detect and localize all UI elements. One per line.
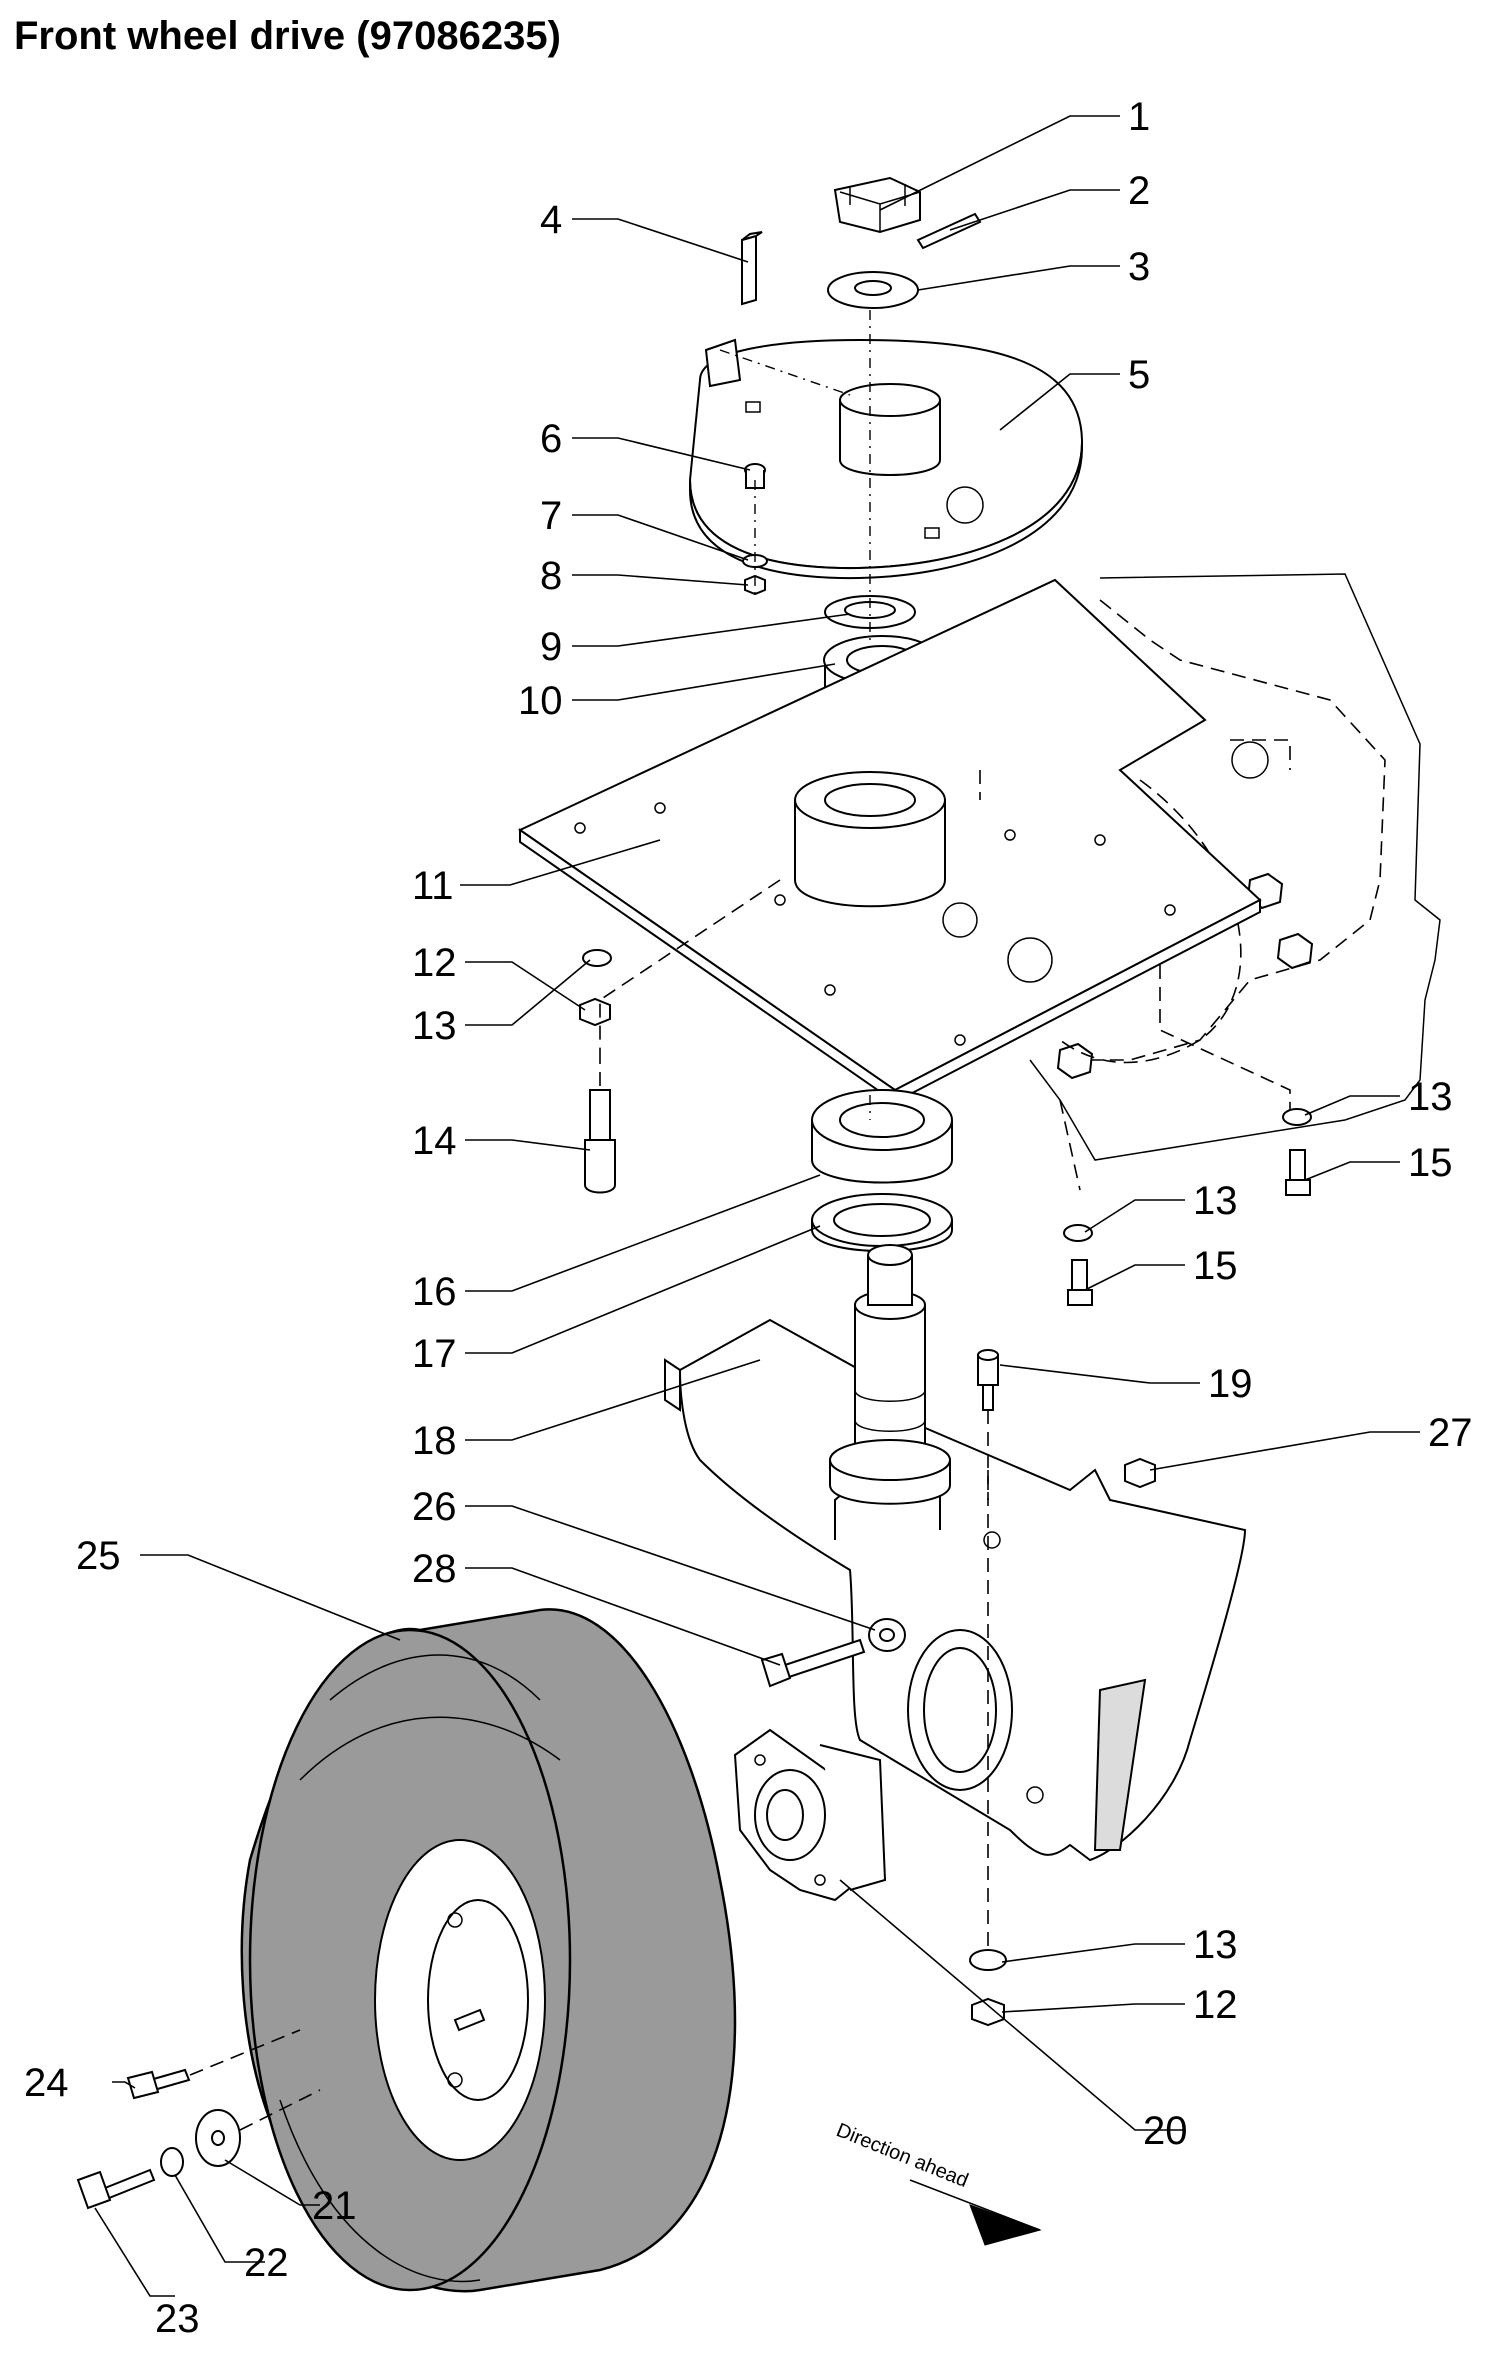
washer-13-right-lower xyxy=(1063,1224,1093,1242)
callout-22: 22 xyxy=(244,2241,289,2285)
callout-18: 18 xyxy=(412,1419,457,1463)
callout-26: 26 xyxy=(412,1485,457,1529)
callout-labels: 1 2 3 4 5 6 7 8 9 10 11 12 13 14 13 15 1… xyxy=(24,95,1473,2341)
washer-26 xyxy=(868,1618,906,1652)
bolt-23 xyxy=(76,2168,156,2210)
seal-17 xyxy=(811,1193,953,1252)
callout-4: 4 xyxy=(540,198,562,242)
callout-16: 16 xyxy=(412,1270,457,1314)
callout-27: 27 xyxy=(1428,1411,1473,1455)
key xyxy=(741,231,763,306)
callout-14: 14 xyxy=(412,1119,457,1163)
small-screw xyxy=(744,463,766,489)
callout-1: 1 xyxy=(1128,95,1150,139)
direction-label: Direction ahead xyxy=(833,2119,971,2192)
bolt-15-right-lower xyxy=(1067,1259,1093,1306)
callout-11: 11 xyxy=(412,864,454,908)
leader-lines xyxy=(94,115,1420,2297)
washer-3 xyxy=(827,271,919,309)
callout-15-right-lower: 15 xyxy=(1193,1244,1238,1288)
nut-12-left xyxy=(579,997,611,1027)
bolt-15-right-upper xyxy=(1285,1149,1311,1196)
callout-23: 23 xyxy=(155,2297,200,2341)
callout-13-right-upper: 13 xyxy=(1408,1075,1453,1119)
callout-10: 10 xyxy=(518,679,563,723)
spindle xyxy=(829,1244,951,1505)
callout-17: 17 xyxy=(412,1332,457,1376)
bolt-14 xyxy=(584,1089,616,1194)
callout-25: 25 xyxy=(76,1534,121,1578)
spring-washer-22 xyxy=(160,2147,184,2177)
callout-28: 28 xyxy=(412,1547,457,1591)
callout-7: 7 xyxy=(540,494,562,538)
nut-27 xyxy=(1124,1457,1156,1489)
castle-nut xyxy=(833,176,921,234)
bearing-16 xyxy=(811,1089,953,1184)
callout-6: 6 xyxy=(540,417,562,461)
screw-19 xyxy=(977,1349,999,1411)
top-plate xyxy=(688,338,1084,580)
hub-flange xyxy=(733,1728,887,1902)
cotter-pin xyxy=(916,212,982,250)
callout-8: 8 xyxy=(540,554,562,598)
washer-13-lower xyxy=(969,1949,1007,1971)
bolt-28 xyxy=(760,1638,866,1688)
callout-20: 20 xyxy=(1143,2109,1188,2153)
direction-arrow: Direction ahead xyxy=(833,2119,1042,2246)
callout-24: 24 xyxy=(24,2061,69,2105)
page-title: Front wheel drive (97086235) xyxy=(14,14,561,58)
callout-13-lower: 13 xyxy=(1193,1923,1238,1967)
callout-2: 2 xyxy=(1128,169,1150,213)
wheel-yoke xyxy=(664,1318,1247,1862)
callout-5: 5 xyxy=(1128,353,1150,397)
washer-13-right-upper xyxy=(1282,1108,1312,1126)
callout-9: 9 xyxy=(540,625,562,669)
mounting-plate xyxy=(518,578,1262,1104)
callout-15-right-upper: 15 xyxy=(1408,1141,1453,1185)
callout-13-right-lower: 13 xyxy=(1193,1179,1238,1223)
callout-12-left: 12 xyxy=(412,941,457,985)
callout-21: 21 xyxy=(312,2184,357,2228)
callout-19: 19 xyxy=(1208,1362,1253,1406)
spacer-9 xyxy=(824,595,916,629)
wheel-tire xyxy=(240,1608,737,2293)
callout-3: 3 xyxy=(1128,245,1150,289)
nut-12-lower xyxy=(971,1997,1005,2027)
disc-washer-21 xyxy=(195,2109,241,2167)
bolt-24 xyxy=(126,2068,191,2100)
washer-13-left xyxy=(582,949,612,967)
callout-13-left: 13 xyxy=(412,1004,457,1048)
callout-12-lower: 12 xyxy=(1193,1983,1238,2027)
